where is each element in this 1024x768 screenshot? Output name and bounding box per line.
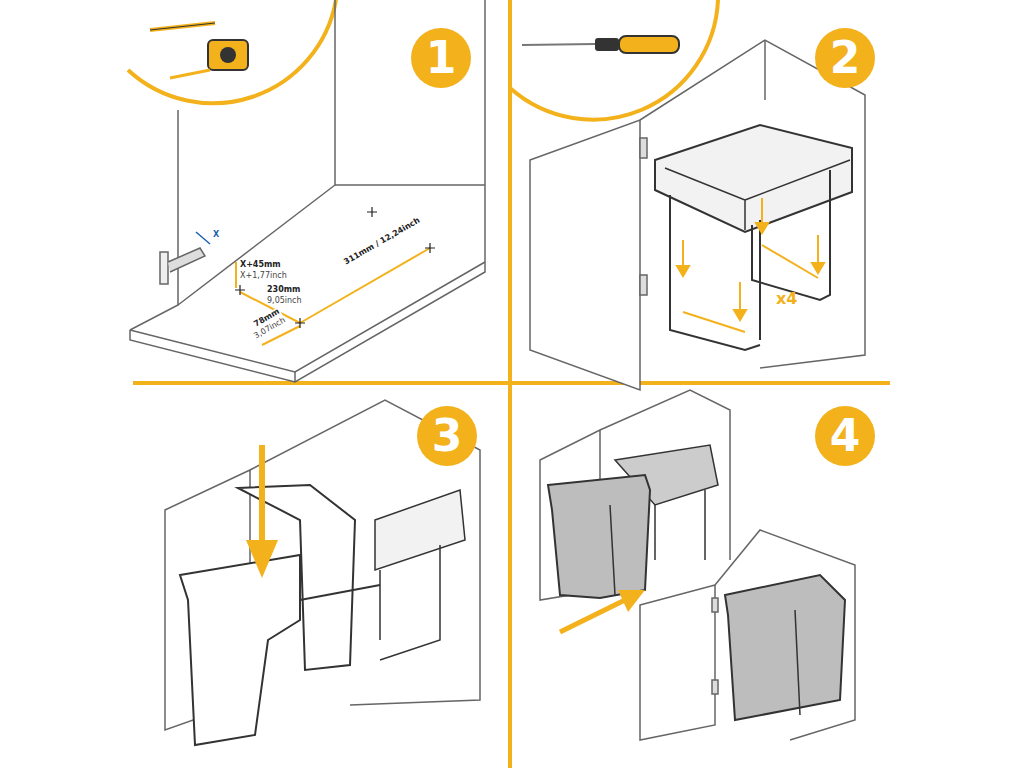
cabinet-with-frame bbox=[530, 40, 865, 390]
cabinet-with-bins bbox=[165, 400, 480, 745]
step-number-circle: 2 bbox=[815, 28, 875, 88]
panel-dividers bbox=[128, 0, 890, 768]
drill-marks bbox=[235, 207, 435, 328]
dimension-label: X bbox=[213, 231, 219, 240]
dimension-label: 311mm / 12,24inch bbox=[342, 216, 423, 268]
step-number: 2 bbox=[830, 36, 861, 80]
cabinets-final bbox=[540, 390, 855, 740]
step-number-circle: 4 bbox=[815, 406, 875, 466]
step-number-circle: 3 bbox=[417, 406, 477, 466]
screw-arrows bbox=[677, 198, 824, 332]
step-number-circle: 1 bbox=[411, 28, 471, 88]
step-number: 3 bbox=[432, 414, 463, 458]
cabinet-interior bbox=[130, 0, 485, 382]
dimension-label: 9,05inch bbox=[267, 297, 302, 306]
screwdriver bbox=[522, 36, 679, 53]
measure-lines bbox=[236, 248, 430, 345]
step-number: 4 bbox=[830, 414, 861, 458]
dimension-label: x4 bbox=[776, 290, 797, 308]
push-arrow bbox=[560, 590, 645, 632]
step-number: 1 bbox=[426, 36, 457, 80]
dimension-label: X+45mm bbox=[240, 261, 281, 270]
dimension-label: 230mm bbox=[267, 286, 300, 295]
dimension-label: X+1,77inch bbox=[240, 272, 287, 281]
insert-arrow bbox=[246, 445, 278, 578]
pencil-and-tape bbox=[150, 23, 248, 78]
x-offset-arrow bbox=[196, 232, 210, 244]
